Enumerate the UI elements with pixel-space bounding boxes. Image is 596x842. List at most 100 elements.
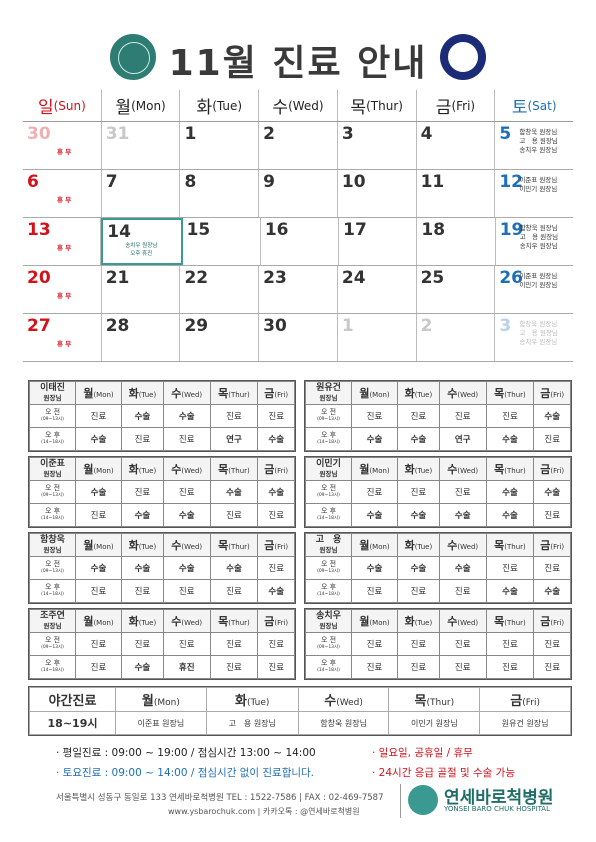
day-en: (Wed) (457, 619, 479, 627)
slot-label: 오 후(14~18시) (29, 579, 76, 603)
day-en: (Wed) (181, 619, 203, 627)
day-ko: 월 (359, 615, 370, 628)
calendar-day: 16 (261, 218, 340, 265)
slot-time: (14~18시) (41, 668, 64, 673)
calendar-day: 18 (417, 218, 496, 265)
day-number: 5 (499, 124, 512, 144)
weekday-ko: 월 (115, 98, 132, 118)
day-ko: 화 (404, 463, 415, 476)
slot-name: 오 전 (320, 408, 337, 416)
schedule-value: 수술 (396, 503, 440, 527)
schedule-value: 진료 (396, 632, 440, 656)
schedule-value: 수술 (209, 480, 259, 504)
day-ko: 화 (128, 387, 139, 400)
day-ko: 화 (128, 539, 139, 552)
day-ko: 금 (264, 539, 275, 552)
schedule-value: 휴진 (162, 655, 211, 679)
day-ko: 금 (540, 615, 551, 628)
schedule-day: 금(Fri) (257, 457, 295, 481)
schedule-day: 목(Thur) (485, 381, 535, 405)
weekday-ko: 화 (196, 98, 213, 118)
night-clinic-title: 야간진료 (29, 687, 116, 712)
doctor-name-text: 함창욱 (40, 535, 65, 545)
schedule-value: 진료 (75, 503, 122, 527)
schedule-day: 수(Wed) (162, 609, 211, 633)
weekday-4: 목(Thur) (338, 90, 417, 121)
weekday-ko: 목 (350, 98, 367, 118)
schedule-day: 화(Tue) (396, 533, 440, 557)
day-number: 26 (499, 268, 523, 288)
day-en: (Mon) (93, 467, 114, 475)
day-ko: 화 (404, 539, 415, 552)
weekday-ko: 금 (435, 98, 452, 118)
slot-time: (14~18시) (317, 516, 340, 521)
saturday-doctor: 송치우 원장님 (519, 146, 558, 154)
day-en: (Mon) (93, 619, 114, 627)
schedule-day: 목(Thur) (209, 533, 259, 557)
calendar-day: 8 (180, 170, 260, 217)
day-number: 10 (341, 172, 366, 192)
schedule-value: 수술 (120, 404, 164, 428)
slot-name: 오 후 (320, 431, 337, 439)
day-number: 7 (105, 172, 118, 192)
slot-label: 오 후(14~18시) (29, 503, 76, 527)
day-number: 18 (421, 220, 446, 240)
weekday-en: (Mon) (131, 98, 166, 113)
day-ko: 월 (83, 615, 94, 628)
day-en: (Thur) (228, 467, 250, 475)
day-number: 17 (343, 220, 367, 240)
schedule-value: 진료 (396, 480, 440, 504)
day-en: (Wed) (457, 543, 479, 551)
weekday-0: 일(Sun) (23, 90, 102, 121)
calendar-day: 30 (259, 314, 338, 361)
night-day-ko: 목 (414, 694, 427, 709)
schedule-day: 월(Mon) (351, 533, 398, 557)
night-day: 월(Mon) (115, 687, 207, 712)
doctor-name-text: 이준표 (40, 459, 65, 469)
saturday-doctor: 함창욱 원장님 (519, 128, 558, 136)
weekday-en: (Sat) (527, 98, 557, 113)
schedule-value: 수술 (75, 480, 122, 504)
night-doctor: 함창욱 원장님 (297, 711, 390, 735)
doctor-title: 원장님 (43, 546, 62, 554)
schedule-value: 진료 (209, 503, 259, 527)
slot-label: 오 후(14~18시) (305, 503, 352, 527)
slot-name: 오 전 (44, 484, 61, 492)
day-ko: 월 (359, 387, 370, 400)
day-en: (Fri) (550, 467, 565, 475)
day-ko: 월 (83, 463, 94, 476)
schedule-day: 목(Thur) (485, 457, 535, 481)
saturday-doctor: 이민기 원장님 (519, 185, 558, 193)
schedule-value: 진료 (396, 579, 440, 603)
day-ko: 화 (404, 387, 415, 400)
schedule-value: 진료 (485, 632, 535, 656)
schedule-value: 진료 (209, 579, 259, 603)
schedule-value: 진료 (351, 632, 398, 656)
weekday-en: (Tue) (212, 98, 243, 113)
slot-name: 오 전 (44, 408, 61, 416)
weekday-6: 토(Sat) (495, 90, 573, 121)
schedule-day: 화(Tue) (396, 609, 440, 633)
schedule-value: 수술 (533, 404, 571, 428)
slot-name: 오 후 (44, 583, 61, 591)
day-number: 16 (264, 220, 289, 240)
day-number: 31 (105, 124, 130, 144)
day-number: 2 (420, 316, 433, 336)
schedule-value: 수술 (162, 404, 211, 428)
schedule-value: 수술 (257, 427, 295, 451)
schedule-day: 화(Tue) (120, 457, 164, 481)
